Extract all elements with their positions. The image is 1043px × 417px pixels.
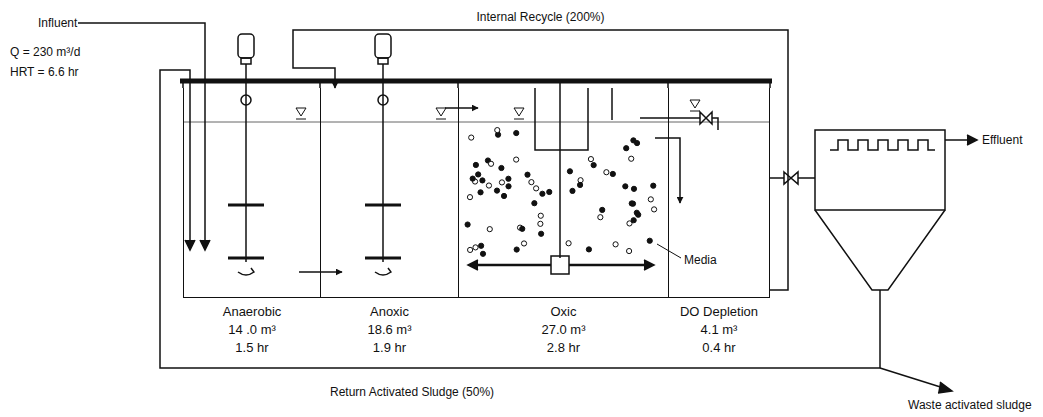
effluent-label: Effluent (982, 133, 1022, 147)
flow-connector (293, 30, 788, 290)
tank-text: 1.5 hr (223, 339, 282, 357)
tank-caption: Anaerobic14 .0 m³1.5 hr (223, 303, 282, 357)
tank-text: 27.0 m³ (541, 321, 585, 339)
was-label: Waste activated sludge (908, 398, 1032, 412)
tank-caption: DO Depletion4.1 m³0.4 hr (680, 303, 758, 357)
flow-label: Q = 230 m³/d (10, 45, 80, 59)
tank-text: 4.1 m³ (680, 321, 758, 339)
tank-text: 14 .0 m³ (223, 321, 282, 339)
tank-zone: DO Depletion4.1 m³0.4 hr (668, 88, 770, 298)
tank-zone: Anoxic18.6 m³1.9 hr (320, 88, 459, 298)
tank-text: 1.9 hr (367, 339, 411, 357)
tank-text: 2.8 hr (541, 339, 585, 357)
ras-label: Return Activated Sludge (50%) (330, 385, 494, 399)
edge-label: Internal Recycle (200%) (473, 10, 607, 24)
hrt-label: HRT = 6.6 hr (10, 65, 79, 79)
tank-zone: Oxic27.0 m³2.8 hr (458, 88, 669, 298)
tank-text: 0.4 hr (680, 339, 758, 357)
tank-text: Anaerobic (223, 303, 282, 321)
tank-text: 18.6 m³ (367, 321, 411, 339)
tank-text: DO Depletion (680, 303, 758, 321)
influent-label: Influent (38, 16, 77, 30)
media-label: Media (684, 253, 717, 267)
flow-connector (445, 107, 478, 109)
tank-caption: Oxic27.0 m³2.8 hr (541, 303, 585, 357)
tank-text: Anoxic (367, 303, 411, 321)
tank-zone: Anaerobic14 .0 m³1.5 hr (183, 88, 321, 298)
tank-text: Oxic (541, 303, 585, 321)
tank-caption: Anoxic18.6 m³1.9 hr (367, 303, 411, 357)
